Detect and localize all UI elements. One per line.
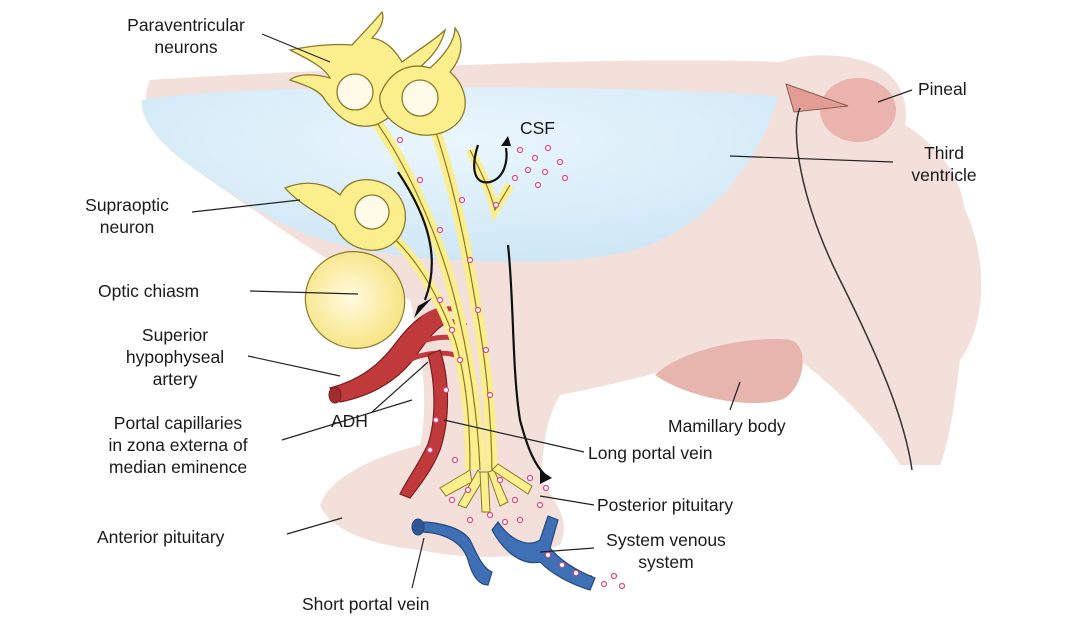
pineal-gland [820, 78, 896, 142]
label-line: Third [924, 143, 964, 163]
short-portal-vein [411, 518, 493, 586]
label-line: artery [152, 369, 198, 389]
label-supraoptic-neuron: Supraoptic neuron [62, 194, 192, 238]
label-line: median eminence [108, 457, 248, 477]
label-portal-capillaries: Portal capillaries in zona externa of me… [78, 412, 278, 478]
leader-lines [191, 33, 913, 589]
long-portal-vein-vessel [399, 349, 449, 499]
label-line: hypophyseal [125, 347, 225, 367]
label-line: Portal capillaries [113, 413, 243, 433]
third-ventricle [141, 87, 778, 262]
pineal-stalk [785, 83, 849, 113]
downward-arrow-right [506, 244, 546, 476]
supraoptic-neuron [283, 179, 406, 251]
artery-end [328, 386, 342, 404]
label-anterior-pituitary: Anterior pituitary [97, 527, 225, 547]
label-paraventricular-neurons: Paraventricular neurons [96, 14, 276, 58]
downward-arrow-left [397, 171, 433, 301]
label-line: ventricle [911, 165, 977, 185]
label-line: neurons [154, 37, 218, 57]
axon-terminals [439, 463, 533, 513]
label-third-ventricle: Third ventricle [894, 142, 994, 186]
label-long-portal-vein: Long portal vein [588, 443, 713, 463]
label-line: System venous [606, 530, 726, 550]
arrowheads [414, 136, 552, 484]
label-line: Paraventricular [127, 15, 245, 35]
label-short-portal-vein: Short portal vein [302, 594, 430, 614]
paraventricular-neurons [288, 10, 466, 136]
label-line: system [638, 552, 694, 572]
optic-chiasm [304, 251, 406, 349]
mamillary-body [655, 339, 803, 404]
label-line: Superior [141, 325, 209, 345]
neurosecretory-granules [396, 136, 626, 590]
label-posterior-pituitary: Posterior pituitary [597, 495, 734, 515]
csf-arrow [473, 144, 508, 184]
label-system-venous-system: System venous system [596, 529, 736, 573]
label-optic-chiasm: Optic chiasm [98, 281, 200, 301]
label-mamillary-body: Mamillary body [668, 416, 786, 436]
label-csf: CSF [520, 118, 555, 138]
label-pineal: Pineal [918, 79, 967, 99]
flow-arrows [397, 144, 546, 476]
pineal-stalk-line [795, 107, 913, 471]
label-line: Supraoptic [85, 195, 169, 215]
label-line: neuron [99, 217, 155, 237]
label-adh: ADH [331, 411, 368, 431]
label-line: in zona externa of [108, 435, 248, 455]
label-superior-hypophyseal-artery: Superior hypophyseal artery [105, 324, 245, 390]
system-venous-vessel [491, 515, 596, 591]
